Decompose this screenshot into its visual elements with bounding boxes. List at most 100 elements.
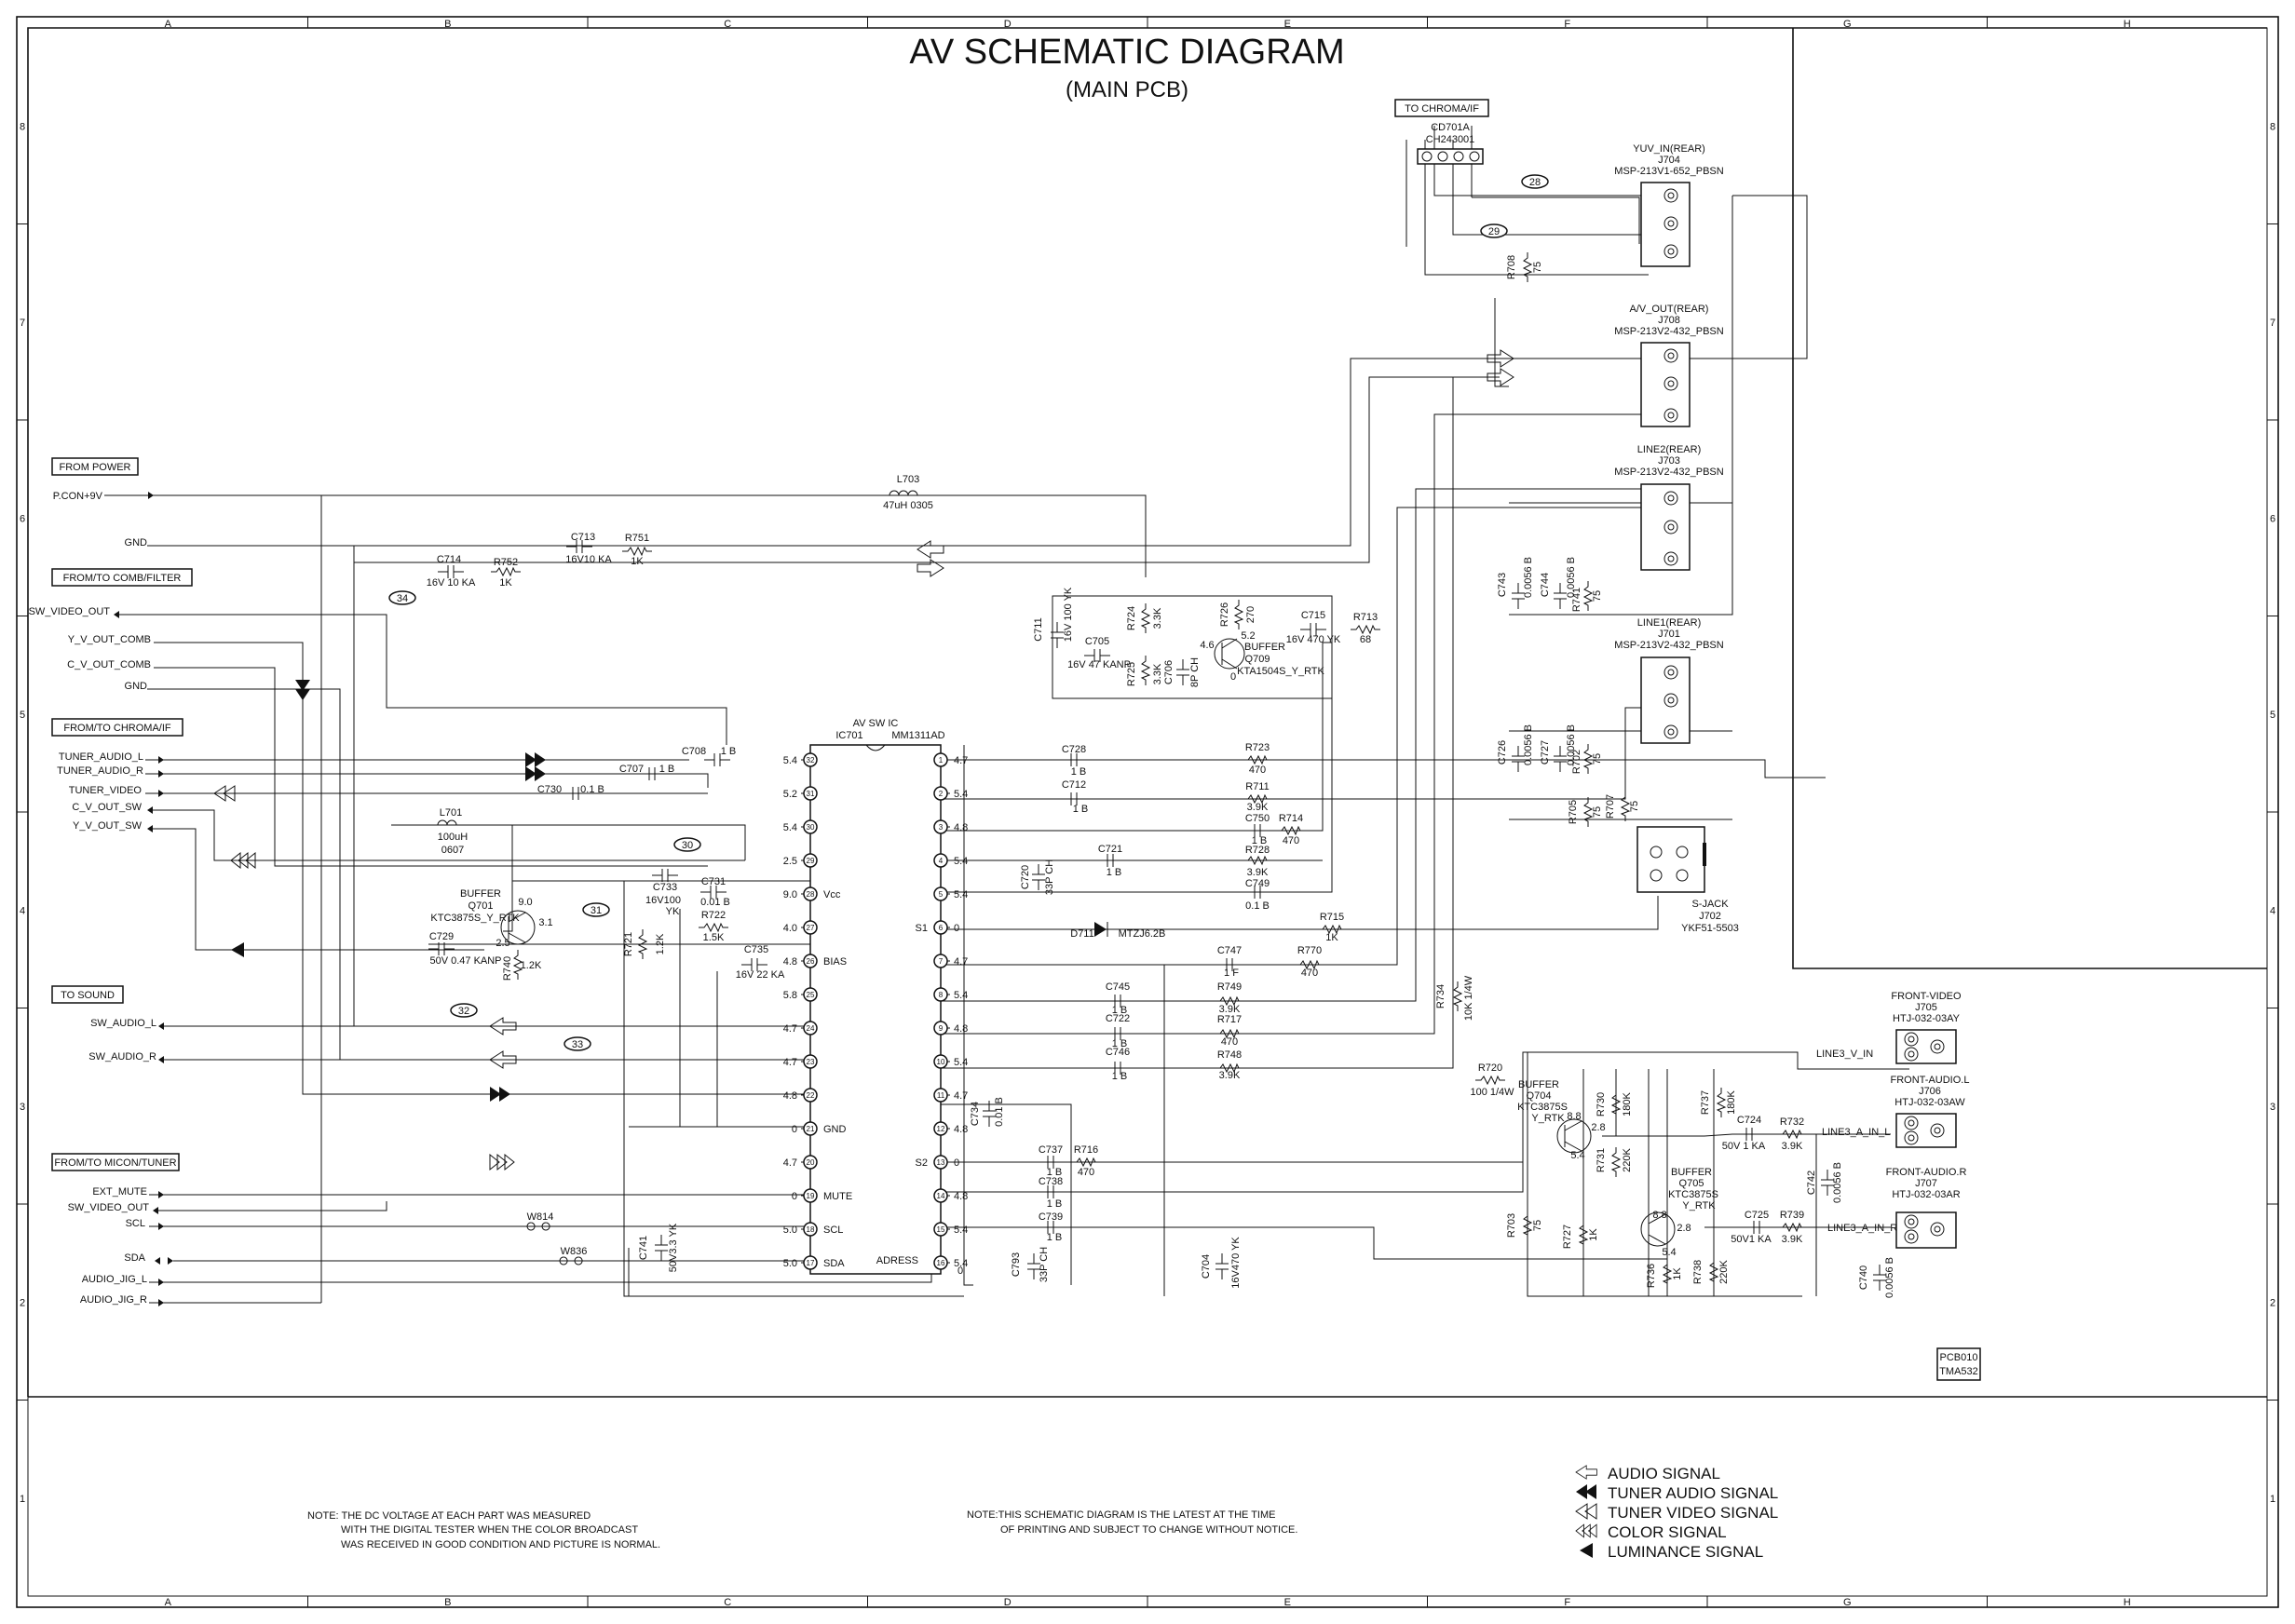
ic-pin-voltage: 4.8 bbox=[954, 1191, 968, 1202]
ic-pin-name: GND bbox=[823, 1124, 847, 1135]
svg-text:MSP-213V2-432_PBSN: MSP-213V2-432_PBSN bbox=[1614, 467, 1723, 478]
jack-j708: A/V_OUT(REAR) J708 MSP-213V2-432_PBSN bbox=[1614, 304, 1724, 427]
r752-value: 1K bbox=[499, 577, 512, 589]
c706-ref: C706 bbox=[1163, 660, 1175, 684]
q701-title: BUFFER bbox=[460, 888, 501, 900]
svg-text:PCB010: PCB010 bbox=[1940, 1352, 1978, 1363]
q705-part1: KTC3875S bbox=[1668, 1189, 1718, 1200]
c726-ref: C726 bbox=[1497, 740, 1508, 765]
q704-part2: Y_RTK bbox=[1531, 1113, 1565, 1124]
ic-part: MM1311AD bbox=[891, 730, 944, 741]
ic-pin-voltage: 4.7 bbox=[783, 1157, 797, 1169]
c708-value: 1 B bbox=[721, 746, 737, 757]
ic-pin-voltage: 4.8 bbox=[954, 1023, 968, 1035]
legend-tuner-video: TUNER VIDEO SIGNAL bbox=[1575, 1503, 1778, 1522]
c727-value: 0.0056 B bbox=[1566, 724, 1577, 765]
q709-part: KTA1504S_Y_RTK bbox=[1237, 666, 1324, 677]
ic-pin-name: S2 bbox=[916, 1157, 928, 1169]
svg-text:GND: GND bbox=[125, 537, 148, 548]
c728-ref: C728 bbox=[1062, 744, 1086, 755]
ic-pin-voltage: 5.8 bbox=[783, 990, 797, 1001]
grid-row-6: 6 bbox=[2270, 513, 2275, 524]
grid-row-1: 1 bbox=[20, 1494, 25, 1505]
ic-pin-voltage: 0 bbox=[954, 923, 959, 934]
ic-pin-number: 3 bbox=[939, 823, 944, 832]
q701-symbol bbox=[500, 910, 536, 945]
svg-text:34: 34 bbox=[397, 593, 408, 604]
l703-symbol bbox=[889, 490, 918, 496]
cd701-ref: CD701A bbox=[1431, 122, 1470, 133]
c743-ref: C743 bbox=[1497, 573, 1508, 597]
svg-text:C_V_OUT_COMB: C_V_OUT_COMB bbox=[67, 659, 151, 670]
l701-value1: 100uH bbox=[438, 832, 468, 843]
callout-32 bbox=[450, 1003, 478, 1018]
c734-ref: C734 bbox=[970, 1102, 981, 1126]
c733-ref: C733 bbox=[653, 882, 677, 893]
svg-text:SW_VIDEO_OUT: SW_VIDEO_OUT bbox=[29, 606, 111, 617]
inner-frame bbox=[27, 27, 2268, 1597]
r730-ref: R730 bbox=[1596, 1092, 1607, 1116]
svg-text:AUDIO SIGNAL: AUDIO SIGNAL bbox=[1608, 1465, 1720, 1482]
svg-text:AUDIO_JIG_R: AUDIO_JIG_R bbox=[80, 1294, 147, 1306]
c705-ref: C705 bbox=[1085, 636, 1109, 647]
c793-value: 33P CH bbox=[1039, 1247, 1050, 1282]
callout-33 bbox=[564, 1036, 591, 1051]
jack-j701: LINE1(REAR) J701 MSP-213V2-432_PBSN bbox=[1614, 617, 1724, 744]
grid-col-B: B bbox=[444, 1597, 451, 1608]
cd701-part: CH243001 bbox=[1426, 134, 1475, 145]
c730-ref: C730 bbox=[537, 784, 562, 795]
jack-j703: LINE2(REAR) J703 MSP-213V2-432_PBSN bbox=[1614, 444, 1724, 571]
q704-symbol bbox=[1556, 1118, 1592, 1154]
q701-v2: 3.1 bbox=[538, 917, 552, 928]
header-from-power: FROM POWER bbox=[60, 462, 131, 473]
svg-text:TUNER AUDIO SIGNAL: TUNER AUDIO SIGNAL bbox=[1608, 1484, 1778, 1502]
grid-row-8: 8 bbox=[2270, 121, 2275, 132]
r714-ref: R714 bbox=[1279, 813, 1303, 824]
ic-pin-15 bbox=[933, 1222, 948, 1237]
r715-ref: R715 bbox=[1320, 912, 1344, 923]
svg-text:TUNER_AUDIO_R: TUNER_AUDIO_R bbox=[57, 765, 143, 777]
ic-pin-voltage: 9.0 bbox=[783, 889, 797, 900]
diagram-subtitle: (MAIN PCB) bbox=[1066, 77, 1188, 102]
group-headers: FROM POWER FROM/TO COMB/FILTER FROM/TO C… bbox=[51, 99, 1489, 1171]
svg-text:LUMINANCE SIGNAL: LUMINANCE SIGNAL bbox=[1608, 1543, 1763, 1561]
q704-v2: 2.8 bbox=[1591, 1122, 1605, 1133]
signal-c-v-out-comb: C_V_OUT_COMB bbox=[67, 659, 158, 670]
c740-value: 0.0056 B bbox=[1884, 1257, 1895, 1298]
c720-ref: C720 bbox=[1020, 865, 1031, 889]
ic-pin-31 bbox=[803, 786, 818, 801]
c738-ref: C738 bbox=[1039, 1176, 1063, 1187]
r752-ref: R752 bbox=[494, 557, 518, 568]
c720-value: 33P CH bbox=[1044, 859, 1055, 895]
c793-ref: C793 bbox=[1011, 1252, 1022, 1277]
r728-ref: R728 bbox=[1245, 845, 1270, 856]
c708-ref: C708 bbox=[682, 746, 706, 757]
ic-pin-21 bbox=[803, 1121, 818, 1136]
c744-ref: C744 bbox=[1540, 573, 1551, 597]
ic-pin-voltage: 4.8 bbox=[954, 822, 968, 833]
legend-audio: AUDIO SIGNAL bbox=[1575, 1465, 1720, 1482]
ic701: AV SW IC IC701 MM1311AD 325.4315.2305.42… bbox=[783, 718, 969, 1277]
c712-ref: C712 bbox=[1062, 779, 1086, 791]
c714-value: 16V 10 KA bbox=[427, 577, 476, 589]
ic-pin-11 bbox=[933, 1088, 948, 1103]
c746-ref: C746 bbox=[1106, 1047, 1130, 1058]
ic-pin-number: 19 bbox=[807, 1192, 815, 1200]
c750-ref: C750 bbox=[1245, 813, 1270, 824]
c734-value: 0.01 B bbox=[994, 1097, 1005, 1127]
ic-pin-number: 23 bbox=[807, 1058, 815, 1066]
svg-text:J706: J706 bbox=[1919, 1086, 1941, 1097]
ic-pin-19 bbox=[803, 1188, 818, 1203]
r736-value: 1K bbox=[1672, 1267, 1683, 1280]
ic-pin-voltage: 5.0 bbox=[783, 1258, 797, 1269]
c722-value: 1 B bbox=[1112, 1038, 1128, 1049]
c743-value: 0.0056 B bbox=[1523, 557, 1534, 598]
ic-pin-name: BIAS bbox=[823, 956, 847, 968]
c704-ref: C704 bbox=[1201, 1254, 1212, 1279]
ic-pin-number: 17 bbox=[807, 1259, 815, 1267]
q705-title: BUFFER bbox=[1671, 1167, 1712, 1178]
r725-ref: R725 bbox=[1126, 662, 1137, 686]
ic-pin-voltage: 5.0 bbox=[783, 1225, 797, 1236]
c729-ref: C729 bbox=[429, 931, 454, 942]
c742-ref: C742 bbox=[1806, 1171, 1817, 1195]
